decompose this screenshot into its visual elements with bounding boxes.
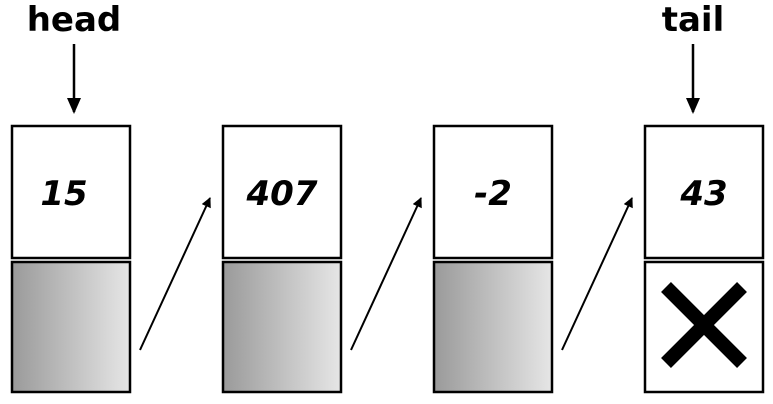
node-2-next-cell	[221, 260, 343, 394]
node-2-value: 407	[246, 174, 318, 214]
list-node-2: 407	[221, 124, 343, 394]
list-node-3: -2	[432, 124, 554, 394]
next-pointer-arrow-1	[139, 197, 211, 351]
node-2-value-cell	[221, 124, 343, 260]
node-3-value: -2	[474, 174, 512, 214]
node-4-value: 43	[679, 174, 727, 214]
next-pointer-arrow-2	[350, 197, 422, 351]
node-3-next-cell	[432, 260, 554, 394]
node-3-value-cell	[432, 124, 554, 260]
head-label: head	[27, 0, 122, 40]
node-4-value-cell	[643, 124, 765, 260]
list-node-4: 43	[643, 124, 765, 394]
next-pointer-arrow-3	[561, 197, 633, 351]
list-node-1: 15	[10, 124, 132, 394]
node-1-value: 15	[40, 174, 87, 214]
null-x-icon	[661, 282, 747, 368]
tail-label: tail	[662, 0, 725, 40]
node-1-value-cell	[10, 124, 132, 260]
node-1-next-cell	[10, 260, 132, 394]
